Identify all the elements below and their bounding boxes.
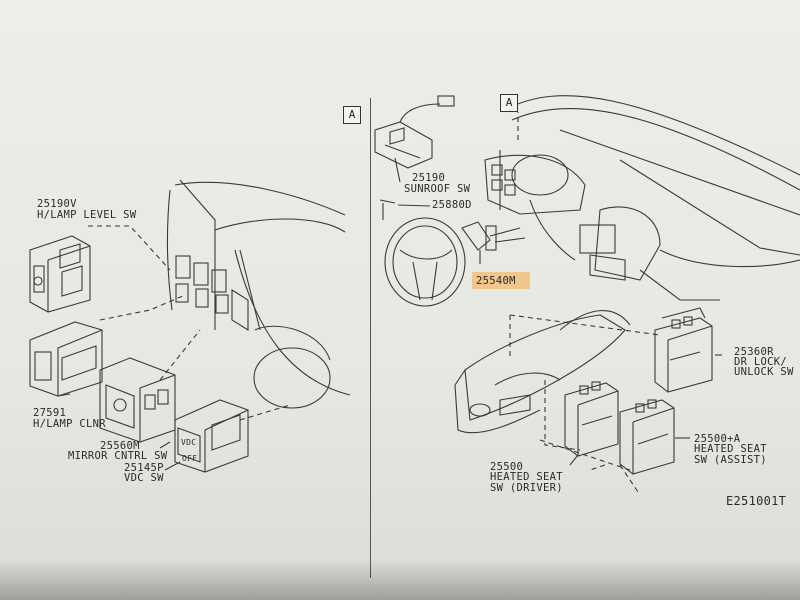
label-25540m: 25540M — [476, 275, 516, 287]
vdc-button-text-2: OFF — [182, 454, 198, 463]
label-lamp-level: H/LAMP LEVEL SW — [37, 209, 137, 221]
label-lamp-clnr: H/LAMP CLNR — [33, 418, 106, 430]
label-dr-lock: DR LOCK/ — [734, 356, 787, 368]
lamp-level-switch — [29, 235, 91, 313]
door-lock-switch — [654, 307, 713, 393]
label-25190v: 25190V — [37, 198, 77, 210]
label-25500a: 25500+A — [694, 433, 741, 445]
label-mirror: MIRROR CNTRL SW — [68, 450, 168, 462]
view-separator — [370, 98, 371, 578]
mirror-switch — [99, 357, 176, 443]
label-25500: 25500 — [490, 461, 524, 473]
label-heated-assist-2: SW (ASSIST) — [694, 454, 767, 466]
heated-driver-switch — [564, 381, 619, 457]
label-25360r: 25360R — [734, 346, 774, 358]
heated-assist-switch — [619, 399, 675, 475]
lamp-clnr-switch — [29, 321, 103, 397]
label-25880d: 25880D — [432, 199, 472, 211]
bottom-shadow — [0, 560, 800, 600]
label-25560m: 25560M — [100, 440, 140, 452]
view-marker-left: A — [343, 106, 361, 124]
label-heated-assist-1: HEATED SEAT — [694, 443, 767, 455]
label-sunroof: SUNROOF SW — [404, 183, 471, 195]
label-heated-driver-2: SW (DRIVER) — [490, 482, 563, 494]
vdc-switch — [174, 399, 249, 473]
highlight-25540m — [472, 272, 530, 289]
view-marker-right: A — [500, 94, 518, 112]
label-25145p: 25145P — [124, 462, 164, 474]
figure-code: E251001T — [726, 494, 787, 508]
label-vdc: VDC SW — [124, 472, 164, 484]
label-25190: 25190 — [412, 172, 446, 184]
label-27591: 27591 — [33, 407, 67, 419]
sunroof-switch-drawing — [374, 95, 455, 169]
vdc-button-text-1: VDC — [181, 438, 197, 447]
label-heated-driver-1: HEATED SEAT — [490, 471, 563, 483]
label-unlock: UNLOCK SW — [734, 366, 794, 378]
